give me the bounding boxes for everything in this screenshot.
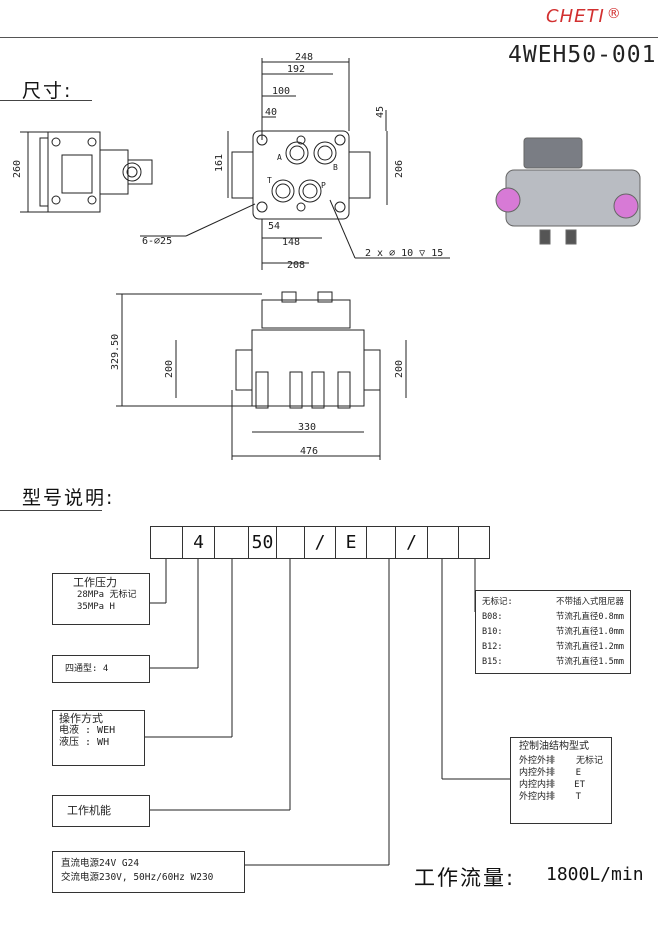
function-box: 工作机能 xyxy=(52,795,150,827)
pilot-row-label: 外控外排 xyxy=(519,756,556,766)
damper-row: B08: 节流孔直径0.8mm xyxy=(482,610,624,625)
dim-label: 161 xyxy=(214,154,225,172)
damper-row: 无标记: 不带插入式阻尼器 xyxy=(482,595,624,610)
port-label: P xyxy=(321,181,326,190)
damper-row-code: B12: xyxy=(482,642,503,652)
damper-row: B15: 节流孔直径1.5mm xyxy=(482,655,624,670)
pilot-row: 外控内排 T xyxy=(519,791,603,803)
valve-3d-render xyxy=(495,137,641,245)
pilot-row: 内控外排 E xyxy=(519,767,603,779)
pilot-row-code: E xyxy=(575,768,581,778)
damper-row-code: 无标记: xyxy=(482,597,513,607)
holes-callout: 6-∅25 xyxy=(142,236,172,247)
operation-line: 电液 : WEH xyxy=(59,725,116,736)
dim-label: 200 xyxy=(394,360,405,378)
front-view xyxy=(116,291,407,460)
dim-label: 100 xyxy=(272,86,290,97)
damper-box: 无标记: 不带插入式阻尼器 B08: 节流孔直径0.8mm B10: 节流孔直径1.0… xyxy=(475,590,631,674)
dimensions-title-underline xyxy=(0,100,92,101)
damper-row-desc: 节流孔直径0.8mm xyxy=(555,612,624,622)
operation-box: 操作方式 电液 : WEH 液压 : WH xyxy=(52,710,145,766)
dim-label: 148 xyxy=(282,237,300,248)
model-number: 4WEH50-001 xyxy=(508,42,657,68)
code-cell: E xyxy=(335,526,367,559)
dim-label: 192 xyxy=(287,64,305,75)
pilot-row: 外控外排 无标记 xyxy=(519,755,603,767)
pilot-title: 控制油结构型式 xyxy=(519,741,589,752)
code-cell xyxy=(150,526,183,559)
code-cell xyxy=(427,526,459,559)
pilot-box: 控制油结构型式 外控外排 无标记 内控外排 E 内控内排 ET 外控内排 T xyxy=(510,737,612,824)
dim-label: 329.50 xyxy=(110,334,121,370)
dim-label: 45 xyxy=(375,106,386,118)
port-label: A xyxy=(277,153,282,162)
code-cell: / xyxy=(304,526,336,559)
operation-line: 液压 : WH xyxy=(59,737,110,748)
dimensions-section-title: 尺寸: xyxy=(22,80,73,102)
dim-label: 40 xyxy=(265,107,277,118)
damper-row: B10: 节流孔直径1.0mm xyxy=(482,625,624,640)
pilot-row: 内控内排 ET xyxy=(519,779,603,791)
code-cell: / xyxy=(395,526,428,559)
brand-logo-text: CHETI xyxy=(546,6,605,27)
pilot-row-code: T xyxy=(575,792,581,802)
registered-mark: ® xyxy=(606,6,622,22)
dim-label: 208 xyxy=(287,260,305,271)
dim-label: 54 xyxy=(268,221,280,232)
pilot-row-label: 内控外排 xyxy=(519,768,556,778)
model-title-underline xyxy=(0,510,102,511)
code-cell: 50 xyxy=(248,526,277,559)
pilot-row-label: 外控内排 xyxy=(519,792,556,802)
damper-row-desc: 节流孔直径1.0mm xyxy=(555,627,624,637)
side-view xyxy=(20,131,153,213)
dim-label: 206 xyxy=(394,160,405,178)
pressure-title: 工作压力 xyxy=(73,576,117,589)
damper-row-code: B08: xyxy=(482,612,503,622)
damper-row-code: B10: xyxy=(482,627,503,637)
pressure-line: 28MPa 无标记 xyxy=(77,590,137,600)
top-view xyxy=(140,58,450,270)
pressure-line: 35MPa H xyxy=(77,602,115,612)
damper-row: B12: 节流孔直径1.2mm xyxy=(482,640,624,655)
dim-label: 476 xyxy=(300,446,318,457)
code-cell xyxy=(366,526,396,559)
code-cell: 4 xyxy=(182,526,215,559)
damper-row-desc: 节流孔直径1.5mm xyxy=(555,657,624,667)
damper-row-desc: 不带插入式阻尼器 xyxy=(555,597,624,607)
flow-label: 工作流量: xyxy=(414,866,516,890)
operation-title: 操作方式 xyxy=(59,712,103,725)
damper-row-code: B15: xyxy=(482,657,503,667)
pilot-row-label: 内控内排 xyxy=(519,780,556,790)
code-connector-lines xyxy=(145,559,510,866)
pilot-row-code: ET xyxy=(574,780,585,790)
port-label: B xyxy=(333,163,338,172)
dim-label: 330 xyxy=(298,422,316,433)
power-box: 直流电源24V G24 交流电源230V, 50Hz/60Hz W230 xyxy=(52,851,245,893)
code-cell xyxy=(458,526,490,559)
power-line: 交流电源230V, 50Hz/60Hz W230 xyxy=(61,872,214,883)
power-line: 直流电源24V G24 xyxy=(61,858,140,869)
flow-value: 1800L/min xyxy=(546,864,644,885)
brand-logo: CHETI® xyxy=(546,6,622,27)
port-label: T xyxy=(267,176,272,185)
dim-label: 200 xyxy=(164,360,175,378)
dim-label: 248 xyxy=(295,52,313,63)
model-section-title: 型号说明: xyxy=(22,487,115,509)
header-rule xyxy=(0,37,658,38)
code-cell xyxy=(276,526,305,559)
pressure-box: 工作压力 28MPa 无标记 35MPa H xyxy=(52,573,150,625)
type-box: 四通型: 4 xyxy=(52,655,150,683)
pilot-row-code: 无标记 xyxy=(575,756,603,766)
damper-row-desc: 节流孔直径1.2mm xyxy=(555,642,624,652)
code-cell xyxy=(214,526,249,559)
dim-label: 260 xyxy=(12,160,23,178)
pins-callout: 2 x ∅ 10 ▽ 15 xyxy=(365,248,443,259)
